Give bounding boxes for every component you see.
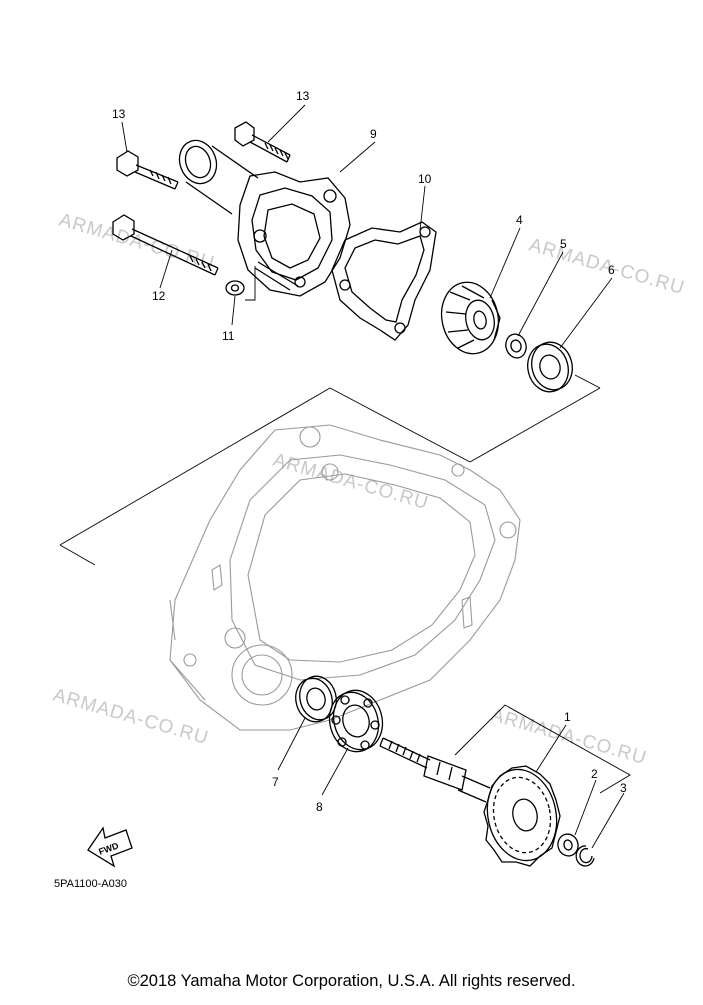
pump-shaft-1 — [379, 737, 491, 803]
watermarks: ARMADA-CO.RU ARMADA-CO.RU ARMADA-CO.RU A… — [51, 210, 687, 770]
callout-3: 3 — [620, 781, 627, 795]
watermark: ARMADA-CO.RU — [51, 685, 211, 750]
drive-gear — [483, 765, 561, 867]
callout-2: 2 — [591, 767, 598, 781]
assembly-bracket — [59, 374, 601, 566]
callout-4: 4 — [516, 213, 523, 227]
callout-numbers: 13 13 9 10 4 5 6 12 11 7 8 1 2 3 — [112, 89, 627, 814]
impeller-4 — [440, 281, 501, 355]
callout-5: 5 — [560, 237, 567, 251]
washer-11 — [225, 280, 245, 296]
bolt-13-upper — [234, 121, 291, 163]
gasket-10 — [331, 221, 437, 341]
bearing-8 — [328, 689, 384, 753]
bolt-13-left — [116, 150, 179, 190]
watermark: ARMADA-CO.RU — [527, 235, 687, 300]
callout-10: 10 — [418, 172, 432, 186]
callout-6: 6 — [608, 263, 615, 277]
callout-7: 7 — [272, 775, 279, 789]
fwd-arrow-icon: FWD — [87, 826, 133, 868]
seal-7 — [295, 675, 337, 723]
copyright-notice: ©2018 Yamaha Motor Corporation, U.S.A. A… — [127, 972, 576, 990]
callout-9: 9 — [370, 127, 377, 141]
bolt-12 — [112, 214, 219, 276]
circlip-3 — [575, 845, 595, 867]
callout-13-left: 13 — [112, 107, 126, 121]
pump-housing-9 — [178, 139, 351, 301]
leader-lines — [121, 104, 625, 849]
callout-13-upper: 13 — [296, 89, 310, 103]
washer-5 — [505, 333, 527, 359]
washer-2 — [557, 833, 579, 857]
crankcase-outline — [169, 424, 521, 731]
seal-6 — [527, 341, 573, 393]
callout-11: 11 — [222, 329, 235, 343]
callout-12: 12 — [152, 289, 166, 303]
shaft-bracket — [454, 704, 631, 794]
callout-1: 1 — [564, 710, 571, 724]
part-code: 5PA1100-A030 — [54, 878, 127, 890]
callout-8: 8 — [316, 800, 323, 814]
